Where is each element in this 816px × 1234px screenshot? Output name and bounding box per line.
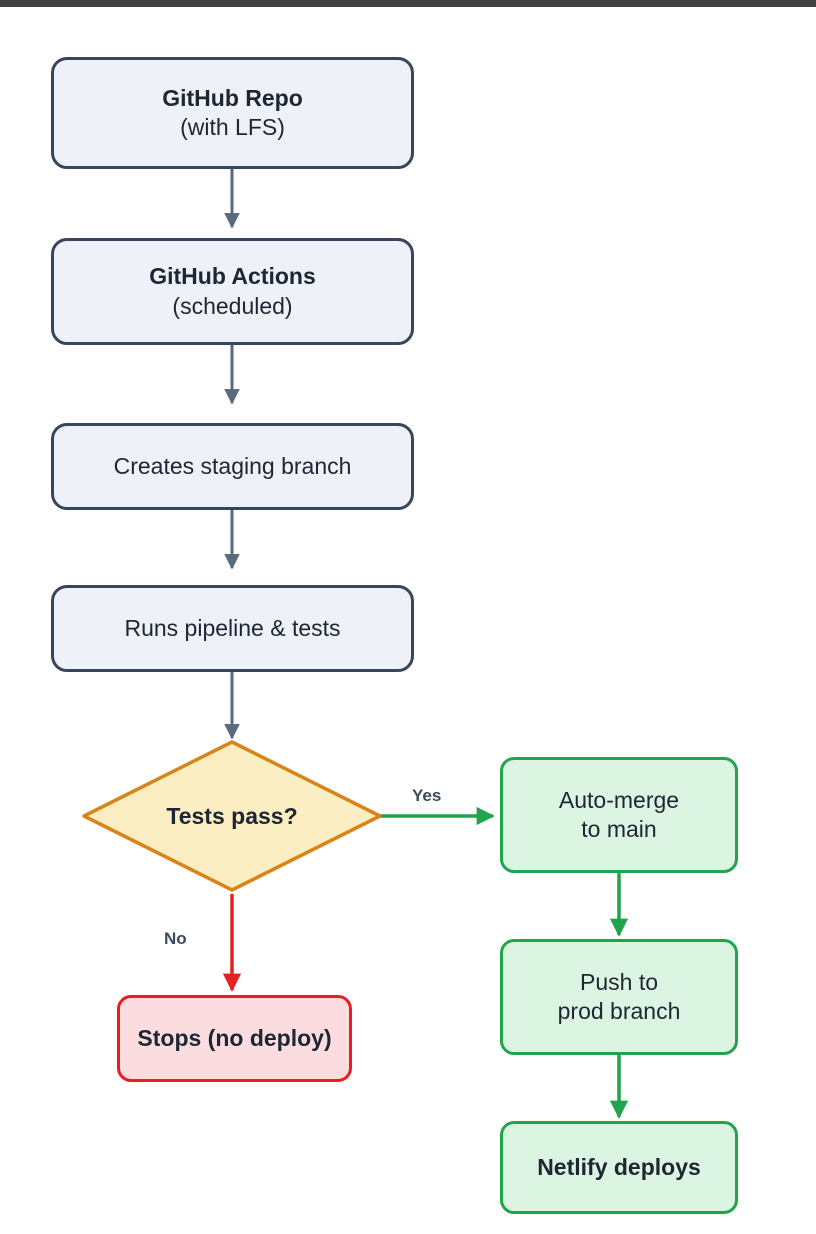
node-auto-merge-to-main[interactable]: Auto-merge to main xyxy=(500,757,738,873)
node-github-actions-line1: GitHub Actions xyxy=(149,263,316,290)
decision-diamond-shape[interactable] xyxy=(82,740,382,892)
node-push-to-prod-line1: Push to xyxy=(580,968,658,995)
top-bar xyxy=(0,0,816,7)
node-netlify-deploys[interactable]: Netlify deploys xyxy=(500,1121,738,1214)
node-github-repo-line1: GitHub Repo xyxy=(162,84,303,111)
node-auto-merge-line2: to main xyxy=(581,816,657,842)
node-github-repo-line2: (with LFS) xyxy=(180,114,285,140)
edge-label-no-text: No xyxy=(164,929,187,948)
edge-label-yes: Yes xyxy=(412,786,441,806)
node-push-to-prod-line2: prod branch xyxy=(557,998,681,1024)
node-github-actions[interactable]: GitHub Actions (scheduled) xyxy=(51,238,414,345)
node-netlify-deploys-label: Netlify deploys xyxy=(537,1153,701,1180)
edge-label-no: No xyxy=(164,929,187,949)
edge-label-yes-text: Yes xyxy=(412,786,442,805)
node-creates-staging-branch[interactable]: Creates staging branch xyxy=(51,423,414,510)
node-runs-pipeline-tests-label: Runs pipeline & tests xyxy=(124,614,341,641)
node-auto-merge-line1: Auto-merge xyxy=(558,786,680,813)
node-stops-no-deploy[interactable]: Stops (no deploy) xyxy=(117,995,352,1082)
node-github-repo[interactable]: GitHub Repo (with LFS) xyxy=(51,57,414,169)
node-push-to-prod-branch[interactable]: Push to prod branch xyxy=(500,939,738,1055)
node-runs-pipeline-tests[interactable]: Runs pipeline & tests xyxy=(51,585,414,672)
node-github-actions-line2: (scheduled) xyxy=(172,292,293,319)
node-stops-no-deploy-label: Stops (no deploy) xyxy=(137,1024,332,1051)
node-creates-staging-branch-label: Creates staging branch xyxy=(113,452,352,479)
